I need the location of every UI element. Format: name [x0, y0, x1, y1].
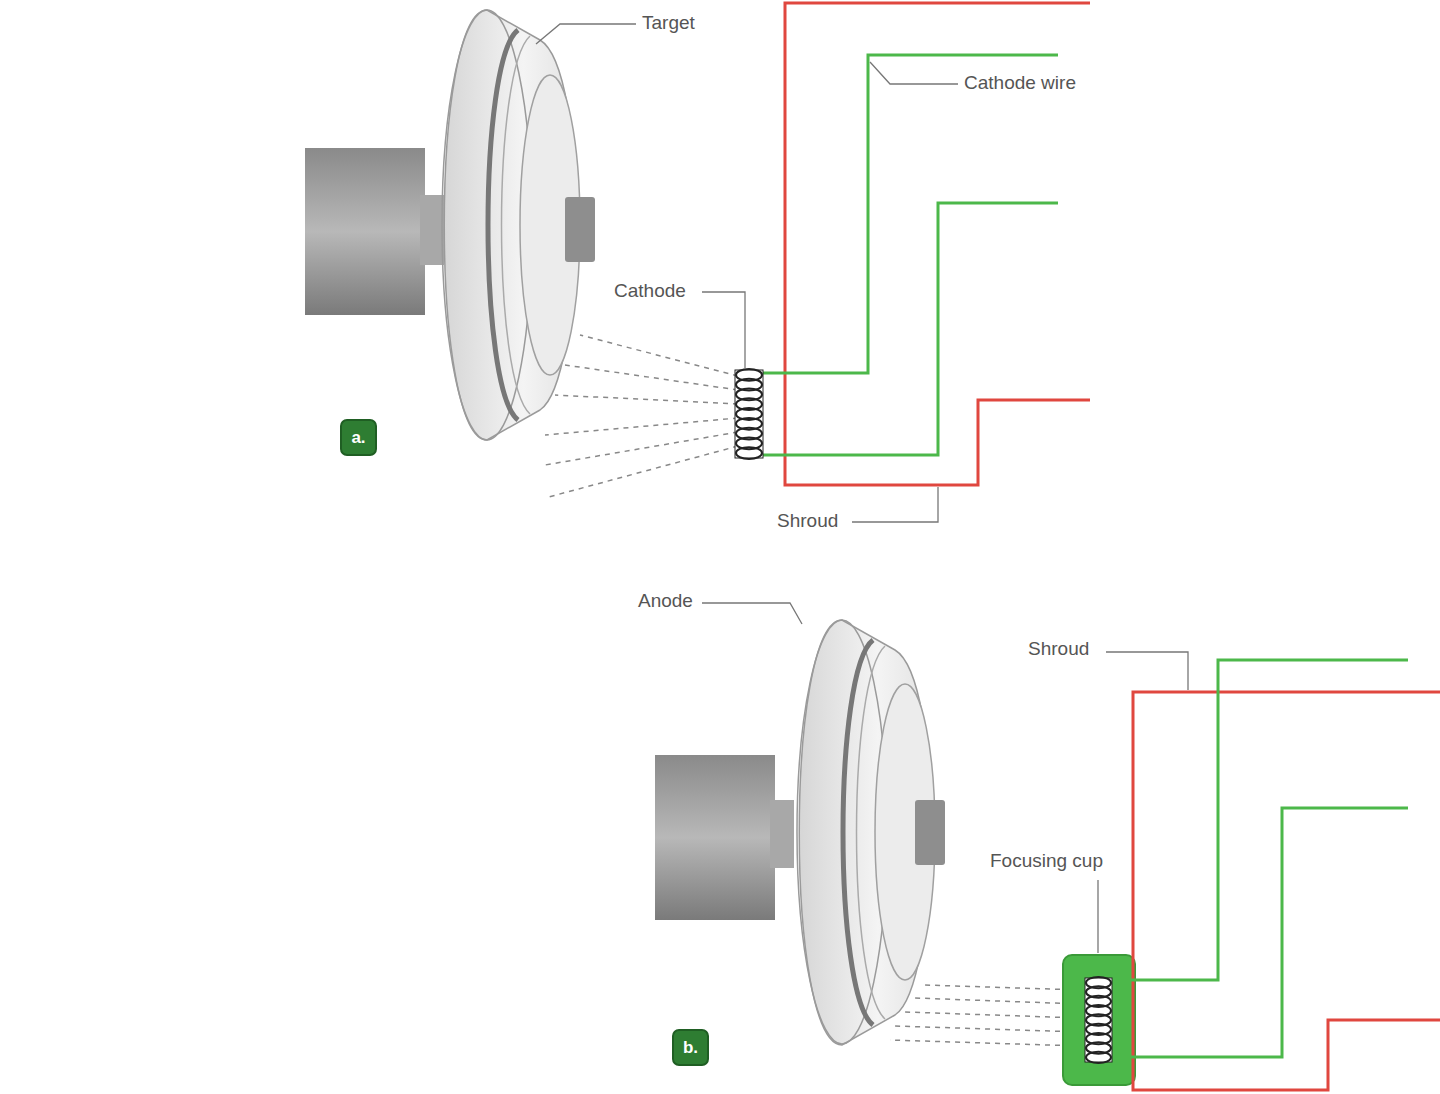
- part-label: Focusing cup: [988, 850, 1105, 873]
- focusing-cup: [1063, 955, 1135, 1085]
- cathode-wire: [1110, 808, 1408, 1057]
- rotor-shaft: [655, 755, 775, 920]
- figure-badge: a.: [340, 419, 377, 456]
- hub: [565, 197, 595, 262]
- hub: [915, 800, 945, 865]
- part-label: Anode: [636, 590, 695, 613]
- part-label: Cathode wire: [962, 72, 1078, 95]
- anode-assembly-a: [305, 10, 595, 440]
- shaft-neck: [770, 800, 794, 868]
- shaft-neck: [420, 195, 444, 265]
- electron-beam-b: [890, 985, 1080, 1046]
- cathode-filament: [1085, 977, 1112, 1063]
- cathode-wire: [760, 55, 1058, 373]
- leader-lines-a: [536, 24, 958, 522]
- leader-lines-b: [702, 603, 1188, 953]
- rotor-shaft: [305, 148, 425, 315]
- figure-badge: b.: [672, 1029, 709, 1066]
- electron-beam-a: [545, 335, 738, 498]
- part-label: Shroud: [775, 510, 840, 533]
- part-label: Cathode: [612, 280, 688, 303]
- cathode-filament: [735, 369, 763, 459]
- shroud-b: [1133, 692, 1440, 1090]
- figure-letter: b.: [683, 1039, 698, 1056]
- part-label: Shroud: [1026, 638, 1091, 661]
- anode-assembly-b: [655, 620, 945, 1045]
- part-label: Target: [640, 12, 697, 35]
- figure-letter: a.: [351, 429, 365, 446]
- cathode-wire: [760, 203, 1058, 455]
- cathode-wire: [1110, 660, 1408, 980]
